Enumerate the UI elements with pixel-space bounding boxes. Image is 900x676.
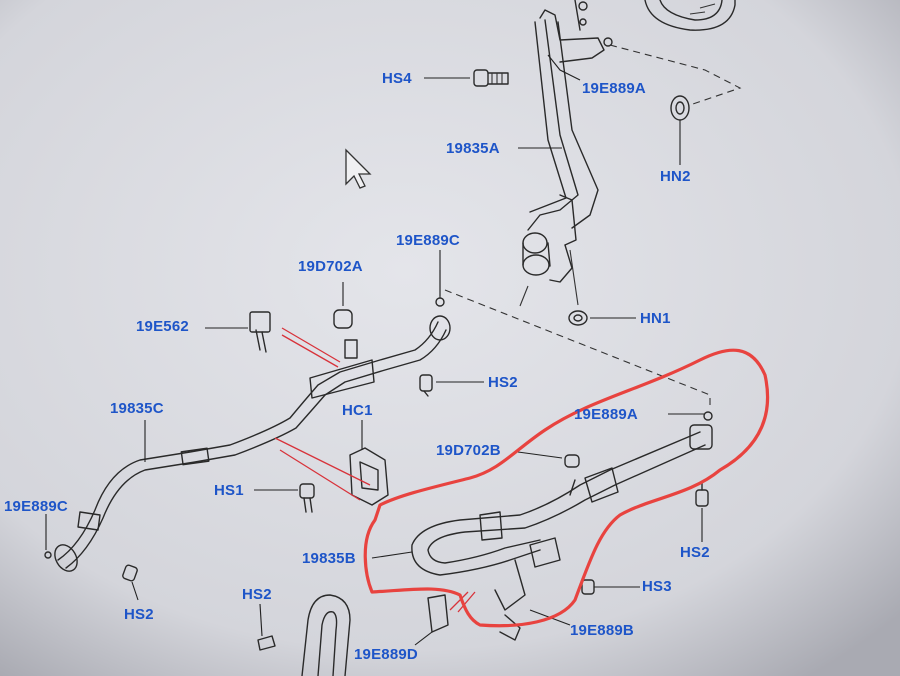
- label-19e889a-mid: 19E889A: [574, 406, 638, 423]
- label-hc1: HC1: [342, 402, 373, 419]
- label-19d702b: 19D702B: [436, 442, 501, 459]
- hose-bottom: [301, 591, 476, 676]
- label-19e562: 19E562: [136, 318, 189, 335]
- label-hs3: HS3: [642, 578, 672, 595]
- pipe-19835a: [519, 0, 613, 307]
- label-hs2-right: HS2: [680, 544, 710, 561]
- label-hs4: HS4: [382, 70, 412, 87]
- bracket-top-right: [644, 0, 736, 31]
- label-19e889b: 19E889B: [570, 622, 634, 639]
- label-19835b: 19835B: [302, 550, 356, 567]
- highlight-outline: [363, 348, 770, 628]
- label-hs1: HS1: [214, 482, 244, 499]
- label-hs2-bottom: HS2: [242, 586, 272, 603]
- label-19835c: 19835C: [110, 400, 164, 417]
- leader-lines: [45, 54, 704, 646]
- bolt-hs2-bottom: [257, 635, 276, 651]
- oring-19d702a: [333, 309, 353, 329]
- bolt-hs3: [581, 579, 640, 595]
- mouse-pointer-icon: [345, 148, 372, 189]
- bolt-hs2-mid: [419, 374, 433, 397]
- sensor-19e562: [249, 311, 341, 368]
- label-hn1: HN1: [640, 310, 671, 327]
- label-hn2: HN2: [660, 168, 691, 185]
- nut-hn1: [568, 310, 588, 326]
- label-19e889c-left: 19E889C: [4, 498, 68, 515]
- bolt-hs1: [299, 483, 315, 513]
- label-19e889d: 19E889D: [354, 646, 418, 663]
- bolt-hs4: [473, 69, 509, 87]
- pipe-19835b: [411, 411, 713, 611]
- label-hs2-left: HS2: [124, 606, 154, 623]
- label-19d702a: 19D702A: [298, 258, 363, 275]
- clip-hc1: [274, 437, 389, 506]
- label-19e889a-top: 19E889A: [582, 80, 646, 97]
- label-19e889c-top: 19E889C: [396, 232, 460, 249]
- bolt-hs2-left: [122, 564, 138, 582]
- label-hs2-mid: HS2: [488, 374, 518, 391]
- label-19835a: 19835A: [446, 140, 500, 157]
